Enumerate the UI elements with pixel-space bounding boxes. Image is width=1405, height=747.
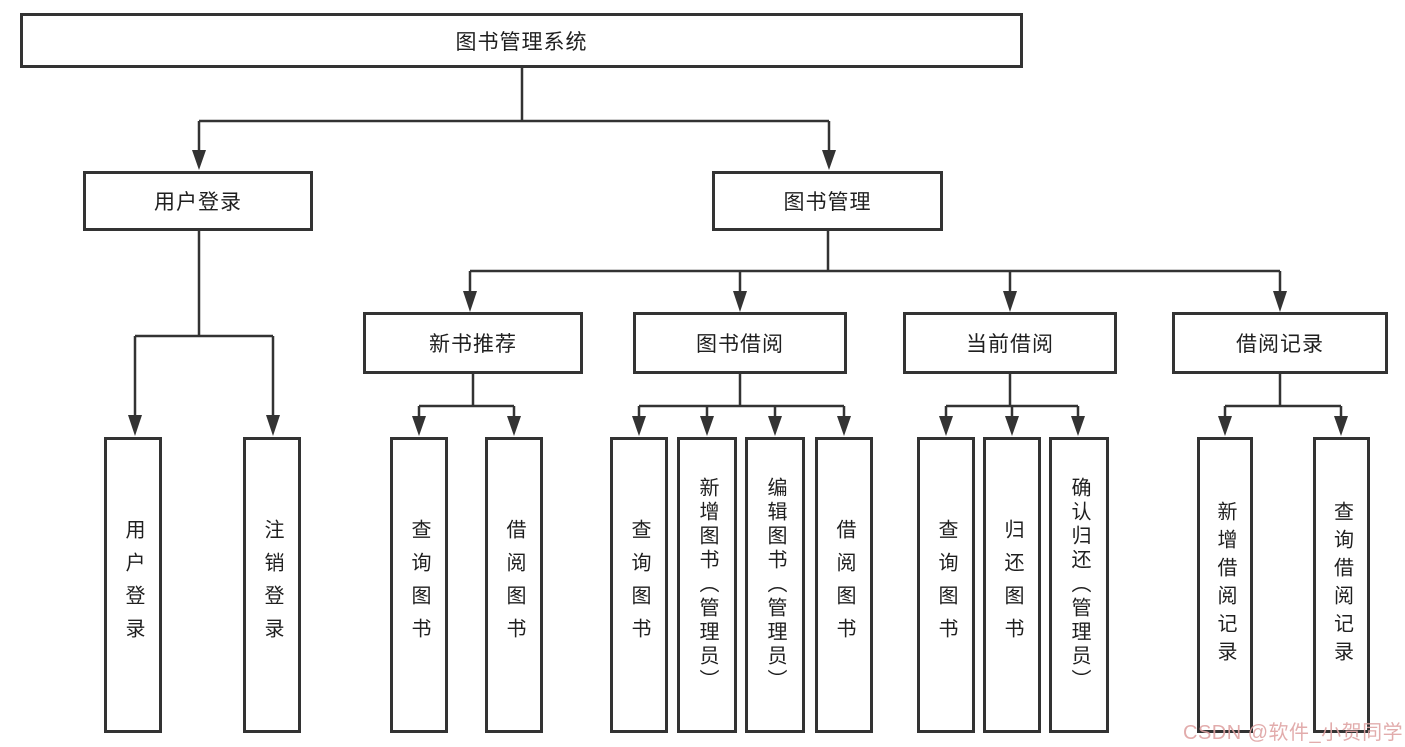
node-root: 图书管理系统	[20, 13, 1023, 68]
leaf-query-books-recommend: 查询图书	[390, 437, 448, 733]
leaf-borrow-books-label: 借阅图书	[833, 519, 855, 651]
leaf-add-books-admin: 新增图书（管理员）	[677, 437, 737, 733]
leaf-query-books-borrowing: 查询图书	[610, 437, 668, 733]
leaf-add-books-admin-label: 新增图书（管理员）	[696, 477, 718, 693]
leaf-add-borrow-record: 新增借阅记录	[1197, 437, 1253, 733]
leaf-borrow-books-recommend: 借阅图书	[485, 437, 543, 733]
node-new-book-recommendation-label: 新书推荐	[429, 333, 517, 356]
leaf-logout-label: 注销登录	[261, 519, 283, 651]
node-current-borrowing: 当前借阅	[903, 312, 1117, 374]
leaf-logout: 注销登录	[243, 437, 301, 733]
leaf-borrow-books: 借阅图书	[815, 437, 873, 733]
node-new-book-recommendation: 新书推荐	[363, 312, 583, 374]
node-book-management: 图书管理	[712, 171, 943, 231]
leaf-query-books-current-label: 查询图书	[935, 519, 957, 651]
csdn-watermark: CSDN @软件_小贺同学	[1183, 722, 1404, 744]
leaf-return-books: 归还图书	[983, 437, 1041, 733]
node-current-borrowing-label: 当前借阅	[966, 333, 1054, 356]
node-book-borrowing: 图书借阅	[633, 312, 847, 374]
leaf-borrow-books-recommend-label: 借阅图书	[503, 519, 525, 651]
leaf-query-books-current: 查询图书	[917, 437, 975, 733]
leaf-user-login-label: 用户登录	[122, 519, 144, 651]
leaf-confirm-return-admin: 确认归还（管理员）	[1049, 437, 1109, 733]
leaf-return-books-label: 归还图书	[1001, 519, 1023, 651]
node-borrowing-records-label: 借阅记录	[1236, 333, 1324, 356]
node-user-login-label: 用户登录	[154, 191, 242, 214]
leaf-confirm-return-admin-label: 确认归还（管理员）	[1068, 477, 1090, 693]
node-book-management-label: 图书管理	[783, 191, 872, 214]
node-root-label: 图书管理系统	[455, 30, 588, 54]
leaf-query-books-borrowing-label: 查询图书	[628, 519, 650, 651]
leaf-edit-books-admin-label: 编辑图书（管理员）	[764, 477, 786, 693]
arrowheads	[128, 150, 1348, 436]
leaf-query-books-recommend-label: 查询图书	[408, 519, 430, 651]
node-borrowing-records: 借阅记录	[1172, 312, 1388, 374]
leaf-add-borrow-record-label: 新增借阅记录	[1214, 501, 1236, 669]
leaf-user-login: 用户登录	[104, 437, 162, 733]
node-book-borrowing-label: 图书借阅	[696, 333, 784, 356]
leaf-edit-books-admin: 编辑图书（管理员）	[745, 437, 805, 733]
node-user-login: 用户登录	[83, 171, 313, 231]
leaf-query-borrow-record-label: 查询借阅记录	[1330, 501, 1353, 669]
leaf-query-borrow-record: 查询借阅记录	[1313, 437, 1370, 733]
